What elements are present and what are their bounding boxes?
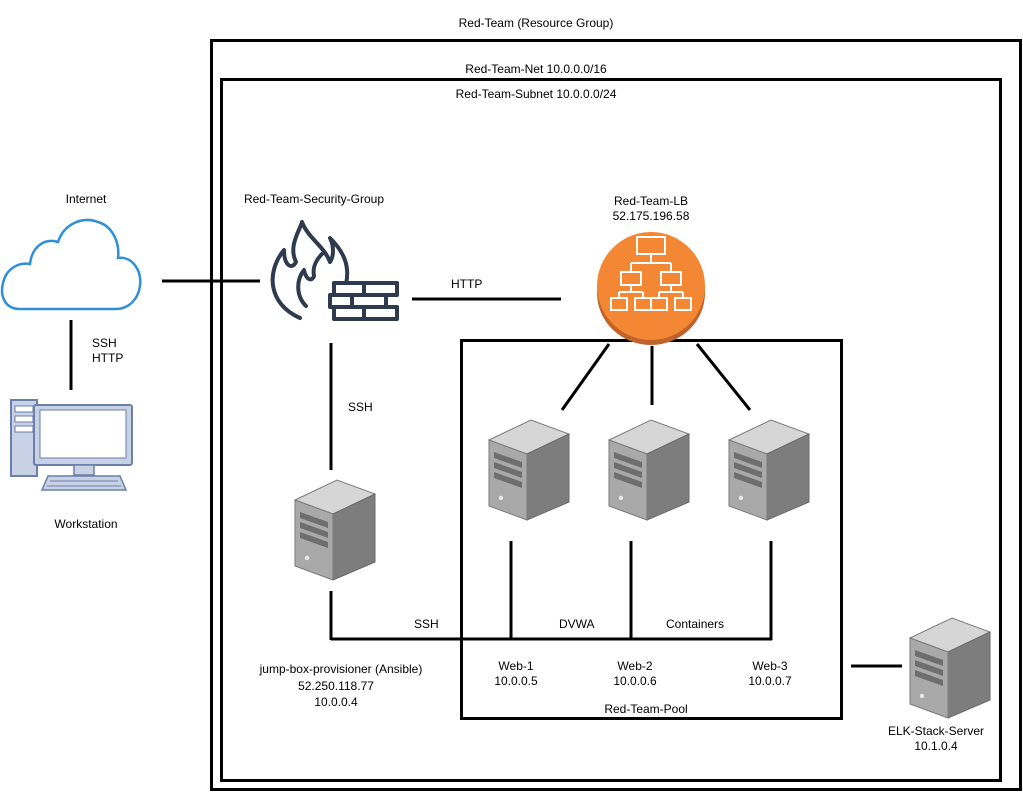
resource-group-boundary [210, 39, 1022, 791]
web3-server-icon [727, 419, 811, 521]
jumpbox-public-ip: 52.250.118.77 [298, 679, 374, 693]
vnet-boundary [220, 78, 1002, 782]
workstation-icon [10, 399, 133, 491]
bus-containers-label: Containers [666, 617, 725, 631]
jumpbox-name: jump-box-provisioner (Ansible) [259, 662, 423, 676]
jumpbox-server-icon [293, 479, 377, 581]
elk-server-icon [908, 617, 992, 719]
web2-server-icon [607, 419, 691, 521]
cloud-icon [0, 218, 142, 311]
web3-ip: 10.0.0.7 [748, 674, 792, 688]
web1-ip: 10.0.0.5 [494, 674, 538, 688]
web1-server-icon [487, 419, 571, 521]
elk-ip: 10.1.0.4 [914, 739, 958, 753]
load-balancer-ip: 52.175.196.58 [612, 209, 690, 223]
workstation-label: Workstation [54, 517, 118, 531]
web2-ip: 10.0.0.6 [613, 674, 657, 688]
vnet-label: Red-Team-Net 10.0.0.0/16 [465, 62, 607, 76]
nsg-to-jumpbox-proto: SSH [348, 400, 373, 414]
jumpbox-private-ip: 10.0.0.4 [314, 695, 358, 709]
web3-name: Web-3 [752, 659, 788, 673]
pool-label: Red-Team-Pool [604, 702, 688, 716]
workstation-proto-ssh: SSH [92, 336, 117, 350]
nsg-to-lb-proto: HTTP [451, 277, 483, 291]
web2-name: Web-2 [617, 659, 653, 673]
web1-name: Web-1 [498, 659, 534, 673]
load-balancer-icon [597, 232, 705, 345]
resource-group-label: Red-Team (Resource Group) [458, 16, 614, 30]
subnet-label: Red-Team-Subnet 10.0.0.0/24 [455, 87, 617, 101]
firewall-icon [270, 220, 399, 321]
lb-to-web3-link [695, 343, 752, 411]
workstation-proto-http: HTTP [92, 351, 124, 365]
load-balancer-name: Red-Team-LB [613, 194, 689, 208]
elk-name: ELK-Stack-Server [887, 724, 985, 738]
bus-dvwa-label: DVWA [559, 617, 595, 631]
security-group-label: Red-Team-Security-Group [243, 192, 385, 206]
lb-to-web1-link [560, 343, 611, 411]
internet-label: Internet [65, 192, 107, 206]
bus-ssh-label: SSH [414, 617, 439, 631]
